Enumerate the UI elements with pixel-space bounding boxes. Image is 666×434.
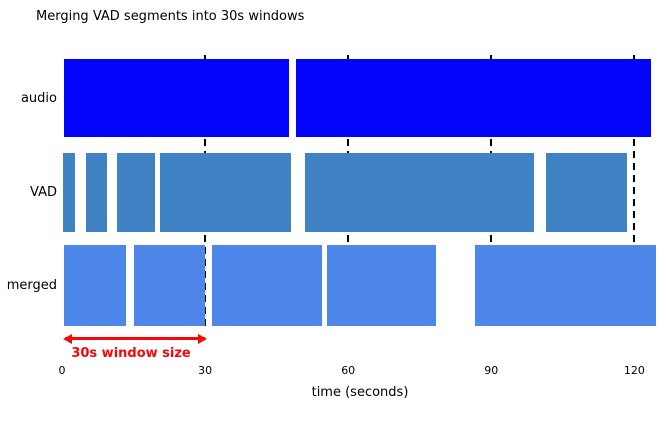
x-tick-label: 120 xyxy=(623,364,645,377)
window-boundary-dashed-line xyxy=(633,55,636,330)
bar-segment-VAD xyxy=(546,153,628,232)
bar-segment-VAD xyxy=(62,153,75,232)
bar-segment-merged xyxy=(133,245,206,326)
arrow-head-left-icon xyxy=(63,333,72,344)
x-tick-label: 0 xyxy=(58,364,66,377)
window-size-annotation-text: 30s window size xyxy=(71,346,191,361)
row-label-merged: merged xyxy=(6,278,57,293)
window-size-arrow xyxy=(65,337,206,340)
bar-segment-merged xyxy=(474,245,656,326)
arrow-head-right-icon xyxy=(198,333,208,344)
x-tick-label: 90 xyxy=(484,364,499,377)
bar-segment-merged xyxy=(326,245,437,326)
x-tick-label: 30 xyxy=(198,364,213,377)
bar-segment-VAD xyxy=(159,153,291,232)
chart-title: Merging VAD segments into 30s windows xyxy=(36,9,305,24)
bar-segment-VAD xyxy=(305,153,535,232)
bar-segment-VAD xyxy=(85,153,108,232)
row-label-audio: audio xyxy=(20,91,57,106)
bar-segment-audio xyxy=(64,59,289,137)
x-axis-label: time (seconds) xyxy=(311,385,409,400)
row-label-vad: VAD xyxy=(30,185,57,200)
bar-segment-VAD xyxy=(116,153,155,232)
x-tick-label: 60 xyxy=(341,364,356,377)
bar-segment-audio xyxy=(295,59,652,137)
bar-segment-merged xyxy=(64,245,127,326)
bar-segment-merged xyxy=(212,245,322,326)
